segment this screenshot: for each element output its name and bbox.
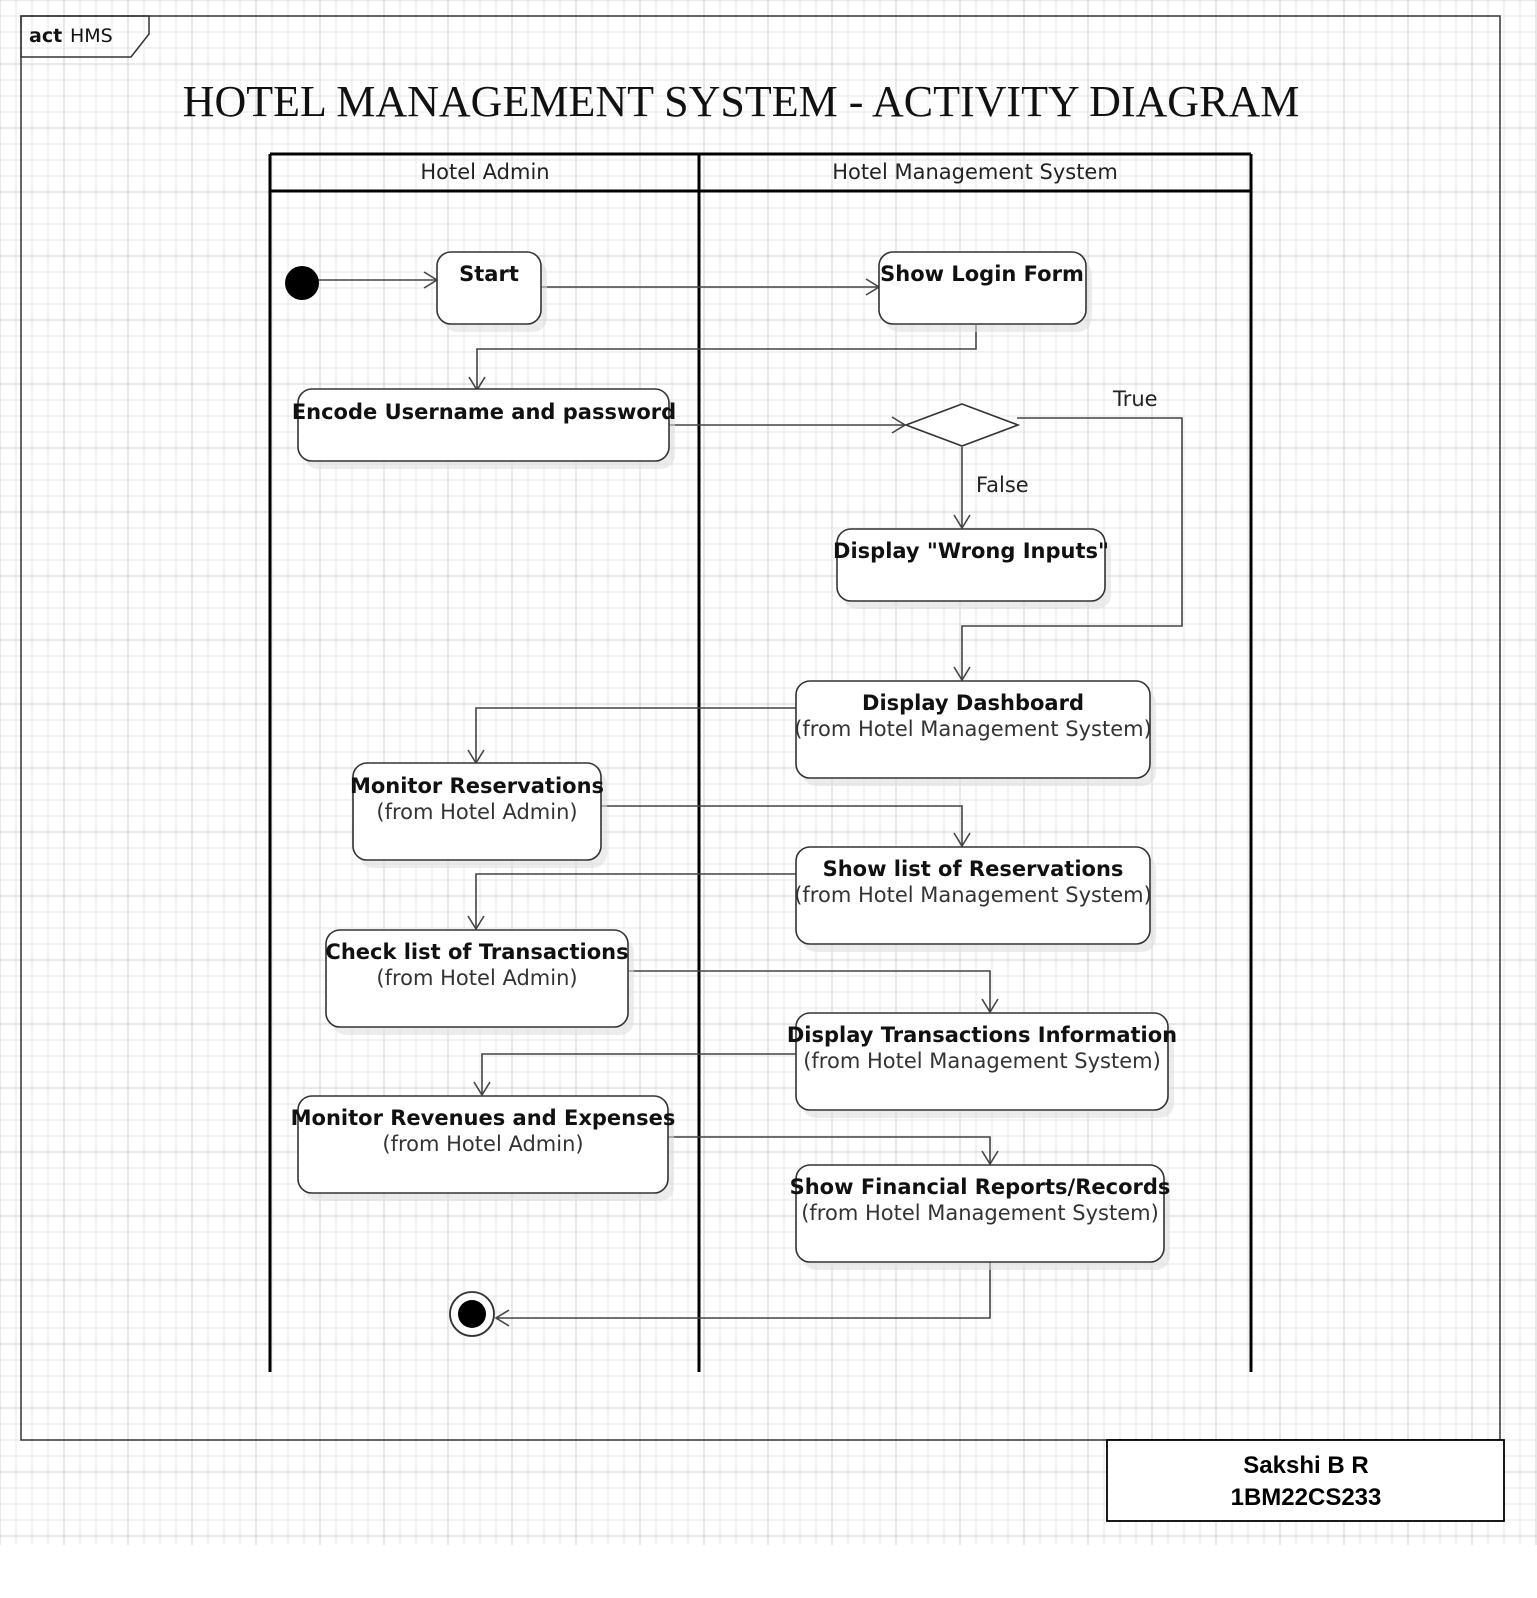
- action-wrong-inputs: [836, 528, 1106, 602]
- action-show-login-form-label: Show Login Form: [880, 262, 1084, 286]
- action-check-transactions-origin: (from Hotel Admin): [376, 966, 577, 990]
- frame-name: HMS: [70, 25, 113, 47]
- action-display-transactions-label: Display Transactions Information: [787, 1023, 1177, 1047]
- action-start-label: Start: [459, 262, 519, 286]
- diagram-title: HOTEL MANAGEMENT SYSTEM - ACTIVITY DIAGR…: [183, 77, 1300, 126]
- action-display-dashboard: [795, 680, 1151, 779]
- action-monitor-reservations: [352, 762, 602, 861]
- decision-node: [903, 403, 1021, 447]
- action-display-transactions: [795, 1012, 1169, 1111]
- action-check-transactions-label: Check list of Transactions: [325, 940, 628, 964]
- action-encode-credentials-label: Encode Username and password: [292, 400, 676, 424]
- action-start: [436, 251, 542, 325]
- action-show-reservations-label: Show list of Reservations: [823, 857, 1124, 881]
- action-display-dashboard-origin: (from Hotel Management System): [794, 717, 1152, 741]
- action-monitor-revenues-label: Monitor Revenues and Expenses: [291, 1106, 676, 1130]
- action-financial-reports: [795, 1164, 1165, 1263]
- swimlane-hotel-admin: Hotel Admin: [420, 160, 549, 184]
- action-financial-reports-label: Show Financial Reports/Records: [790, 1175, 1171, 1199]
- action-show-reservations-origin: (from Hotel Management System): [794, 883, 1152, 907]
- guard-true-label: True: [1112, 387, 1158, 411]
- final-node: [449, 1291, 495, 1337]
- author-id: 1BM22CS233: [1231, 1484, 1382, 1511]
- swimlane-hotel-management-system: Hotel Management System: [832, 160, 1118, 184]
- action-financial-reports-origin: (from Hotel Management System): [801, 1201, 1159, 1225]
- author-name: Sakshi B R: [1243, 1452, 1368, 1479]
- action-encode-credentials: [297, 388, 670, 462]
- initial-node: [285, 266, 319, 300]
- action-wrong-inputs-label: Display "Wrong Inputs": [833, 539, 1109, 563]
- action-check-transactions: [325, 929, 629, 1028]
- action-monitor-reservations-label: Monitor Reservations: [350, 774, 604, 798]
- frame-keyword: act: [29, 25, 62, 47]
- background-grid: [0, 0, 1537, 1545]
- frame-tab: [20, 15, 150, 58]
- control-flows: [315, 271, 1183, 1327]
- author-box: [1106, 1439, 1505, 1522]
- action-display-transactions-origin: (from Hotel Management System): [803, 1049, 1161, 1073]
- action-monitor-revenues: [297, 1095, 669, 1194]
- swimlane-container: [268, 152, 1253, 1372]
- action-monitor-reservations-origin: (from Hotel Admin): [376, 800, 577, 824]
- action-show-reservations: [795, 846, 1151, 945]
- action-monitor-revenues-origin: (from Hotel Admin): [382, 1132, 583, 1156]
- diagram-frame: [20, 15, 1501, 1441]
- guard-false-label: False: [976, 473, 1029, 497]
- action-display-dashboard-label: Display Dashboard: [862, 691, 1084, 715]
- action-show-login-form: [878, 251, 1087, 325]
